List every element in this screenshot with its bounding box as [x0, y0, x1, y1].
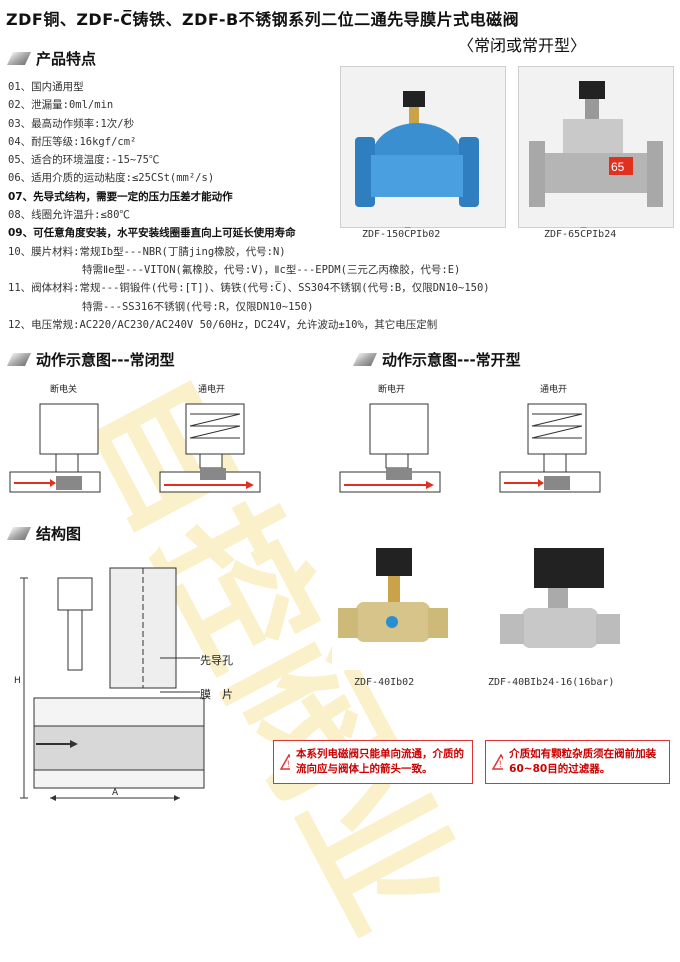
- section-marker-icon: [6, 527, 32, 540]
- diagram-label: 断电开: [378, 385, 406, 395]
- valve-brass-image: [338, 548, 448, 642]
- diagram-no-closed: [499, 403, 601, 493]
- feature-item: 05、适合的环境温度:-15~75℃: [8, 154, 160, 167]
- feature-item: 特需Ⅱe型---VITON(氟橡胶，代号:V)，Ⅱc型---EPDM(三元乙丙橡…: [82, 263, 461, 276]
- notice-filter: ! 介质如有颗粒杂质须在阀前加装60~80目的过滤器。: [485, 740, 670, 784]
- label-pilot-hole: 先导孔: [200, 654, 233, 667]
- size-badge: 65: [611, 160, 625, 174]
- action-nc-heading: 动作示意图---常闭型: [6, 349, 175, 370]
- diagram-label: 通电开: [540, 385, 568, 395]
- feature-item: 02、泄漏量:0ml/min: [8, 99, 114, 112]
- section-marker-icon: [352, 353, 378, 366]
- photo-caption: ZDF-150C̅PIb02: [362, 229, 441, 240]
- feature-item: 10、膜片材料:常规Ib型---NBR(丁腈jing橡胶，代号:N): [8, 245, 286, 258]
- section-marker-icon: [6, 353, 32, 366]
- notice-flow-direction: ! 本系列电磁阀只能单向流通，介质的流向应与阀体上的箭头一致。: [273, 740, 473, 784]
- valve-stainless-image: [500, 548, 620, 648]
- warning-icon: !: [280, 754, 291, 770]
- svg-text:!: !: [499, 759, 502, 769]
- diagram-nc-on: [159, 403, 261, 493]
- product-photo-40-brass: [332, 544, 452, 670]
- svg-text:!: !: [287, 759, 290, 769]
- feature-item: 12、电压常规:AC220/AC230/AC240V 50/60Hz，DC24V…: [8, 318, 438, 331]
- feature-item: 01、国内通用型: [8, 81, 84, 93]
- product-photo-40-steel: [494, 544, 624, 670]
- section-marker-icon: [6, 52, 32, 65]
- features-heading-label: 产品特点: [36, 50, 97, 68]
- product-photo-150: [340, 66, 506, 228]
- action-diagrams: [9, 403, 601, 493]
- features-heading: 产品特点: [6, 48, 97, 69]
- structure-heading: 结构图: [6, 523, 81, 544]
- dimension-h: H: [14, 676, 21, 686]
- feature-item: 08、线圈允许温升:≤80℃: [8, 209, 130, 222]
- action-no-heading: 动作示意图---常开型: [352, 349, 521, 370]
- product-photo-65: 65: [518, 66, 674, 228]
- page-subtitle: 〈常闭或常开型〉: [458, 36, 587, 55]
- feature-item: 11、阀体材料:常规---铜锻件(代号:[T])、铸铁(代号:C̅)、SS304…: [8, 282, 490, 295]
- feature-item: 06、适用介质的运动粘度:≤25CSt(mm²/s): [8, 172, 215, 185]
- diagram-nc-off: [9, 403, 101, 493]
- feature-item: 07、先导式结构，需要一定的压力压差才能动作: [8, 190, 233, 203]
- diagram-label: 通电开: [198, 385, 226, 395]
- valve-steel-image: 65: [529, 81, 663, 207]
- warning-icon: !: [492, 754, 504, 770]
- photo-caption: ZDF-40Ib02: [354, 677, 415, 688]
- diagram-no-open: [339, 403, 441, 493]
- label-diaphragm: 膜 片: [200, 688, 233, 701]
- feature-item: 09、可任意角度安装，水平安装线圈垂直向上可延长使用寿命: [8, 227, 296, 240]
- structure-drawing: [20, 567, 205, 801]
- feature-item: 03、最高动作频率:1次/秒: [8, 117, 135, 130]
- dimension-a: A: [112, 788, 119, 798]
- diagram-label: 断电关: [50, 385, 78, 395]
- feature-item: 特需---SS316不锈钢(代号:R，仅限DN10~150): [82, 300, 314, 313]
- photo-caption: ZDF-40BIb24-16(16bar): [488, 677, 615, 688]
- feature-item: 04、耐压等级:16kgf/cm²: [8, 135, 137, 148]
- notice-text: 本系列电磁阀只能单向流通，介质的流向应与阀体上的箭头一致。: [296, 748, 465, 775]
- valve-blue-image: [355, 91, 479, 207]
- photo-caption: ZDF-65C̅PIb24: [544, 229, 617, 240]
- page-title: ZDF铜、ZDF-C̅铸铁、ZDF-B不锈钢系列二位二通先导膜片式电磁阀: [6, 10, 520, 29]
- feature-list: 01、国内通用型 02、泄漏量:0ml/min 03、最高动作频率:1次/秒 0…: [8, 78, 528, 334]
- notice-text: 介质如有颗粒杂质须在阀前加装60~80目的过滤器。: [509, 748, 657, 775]
